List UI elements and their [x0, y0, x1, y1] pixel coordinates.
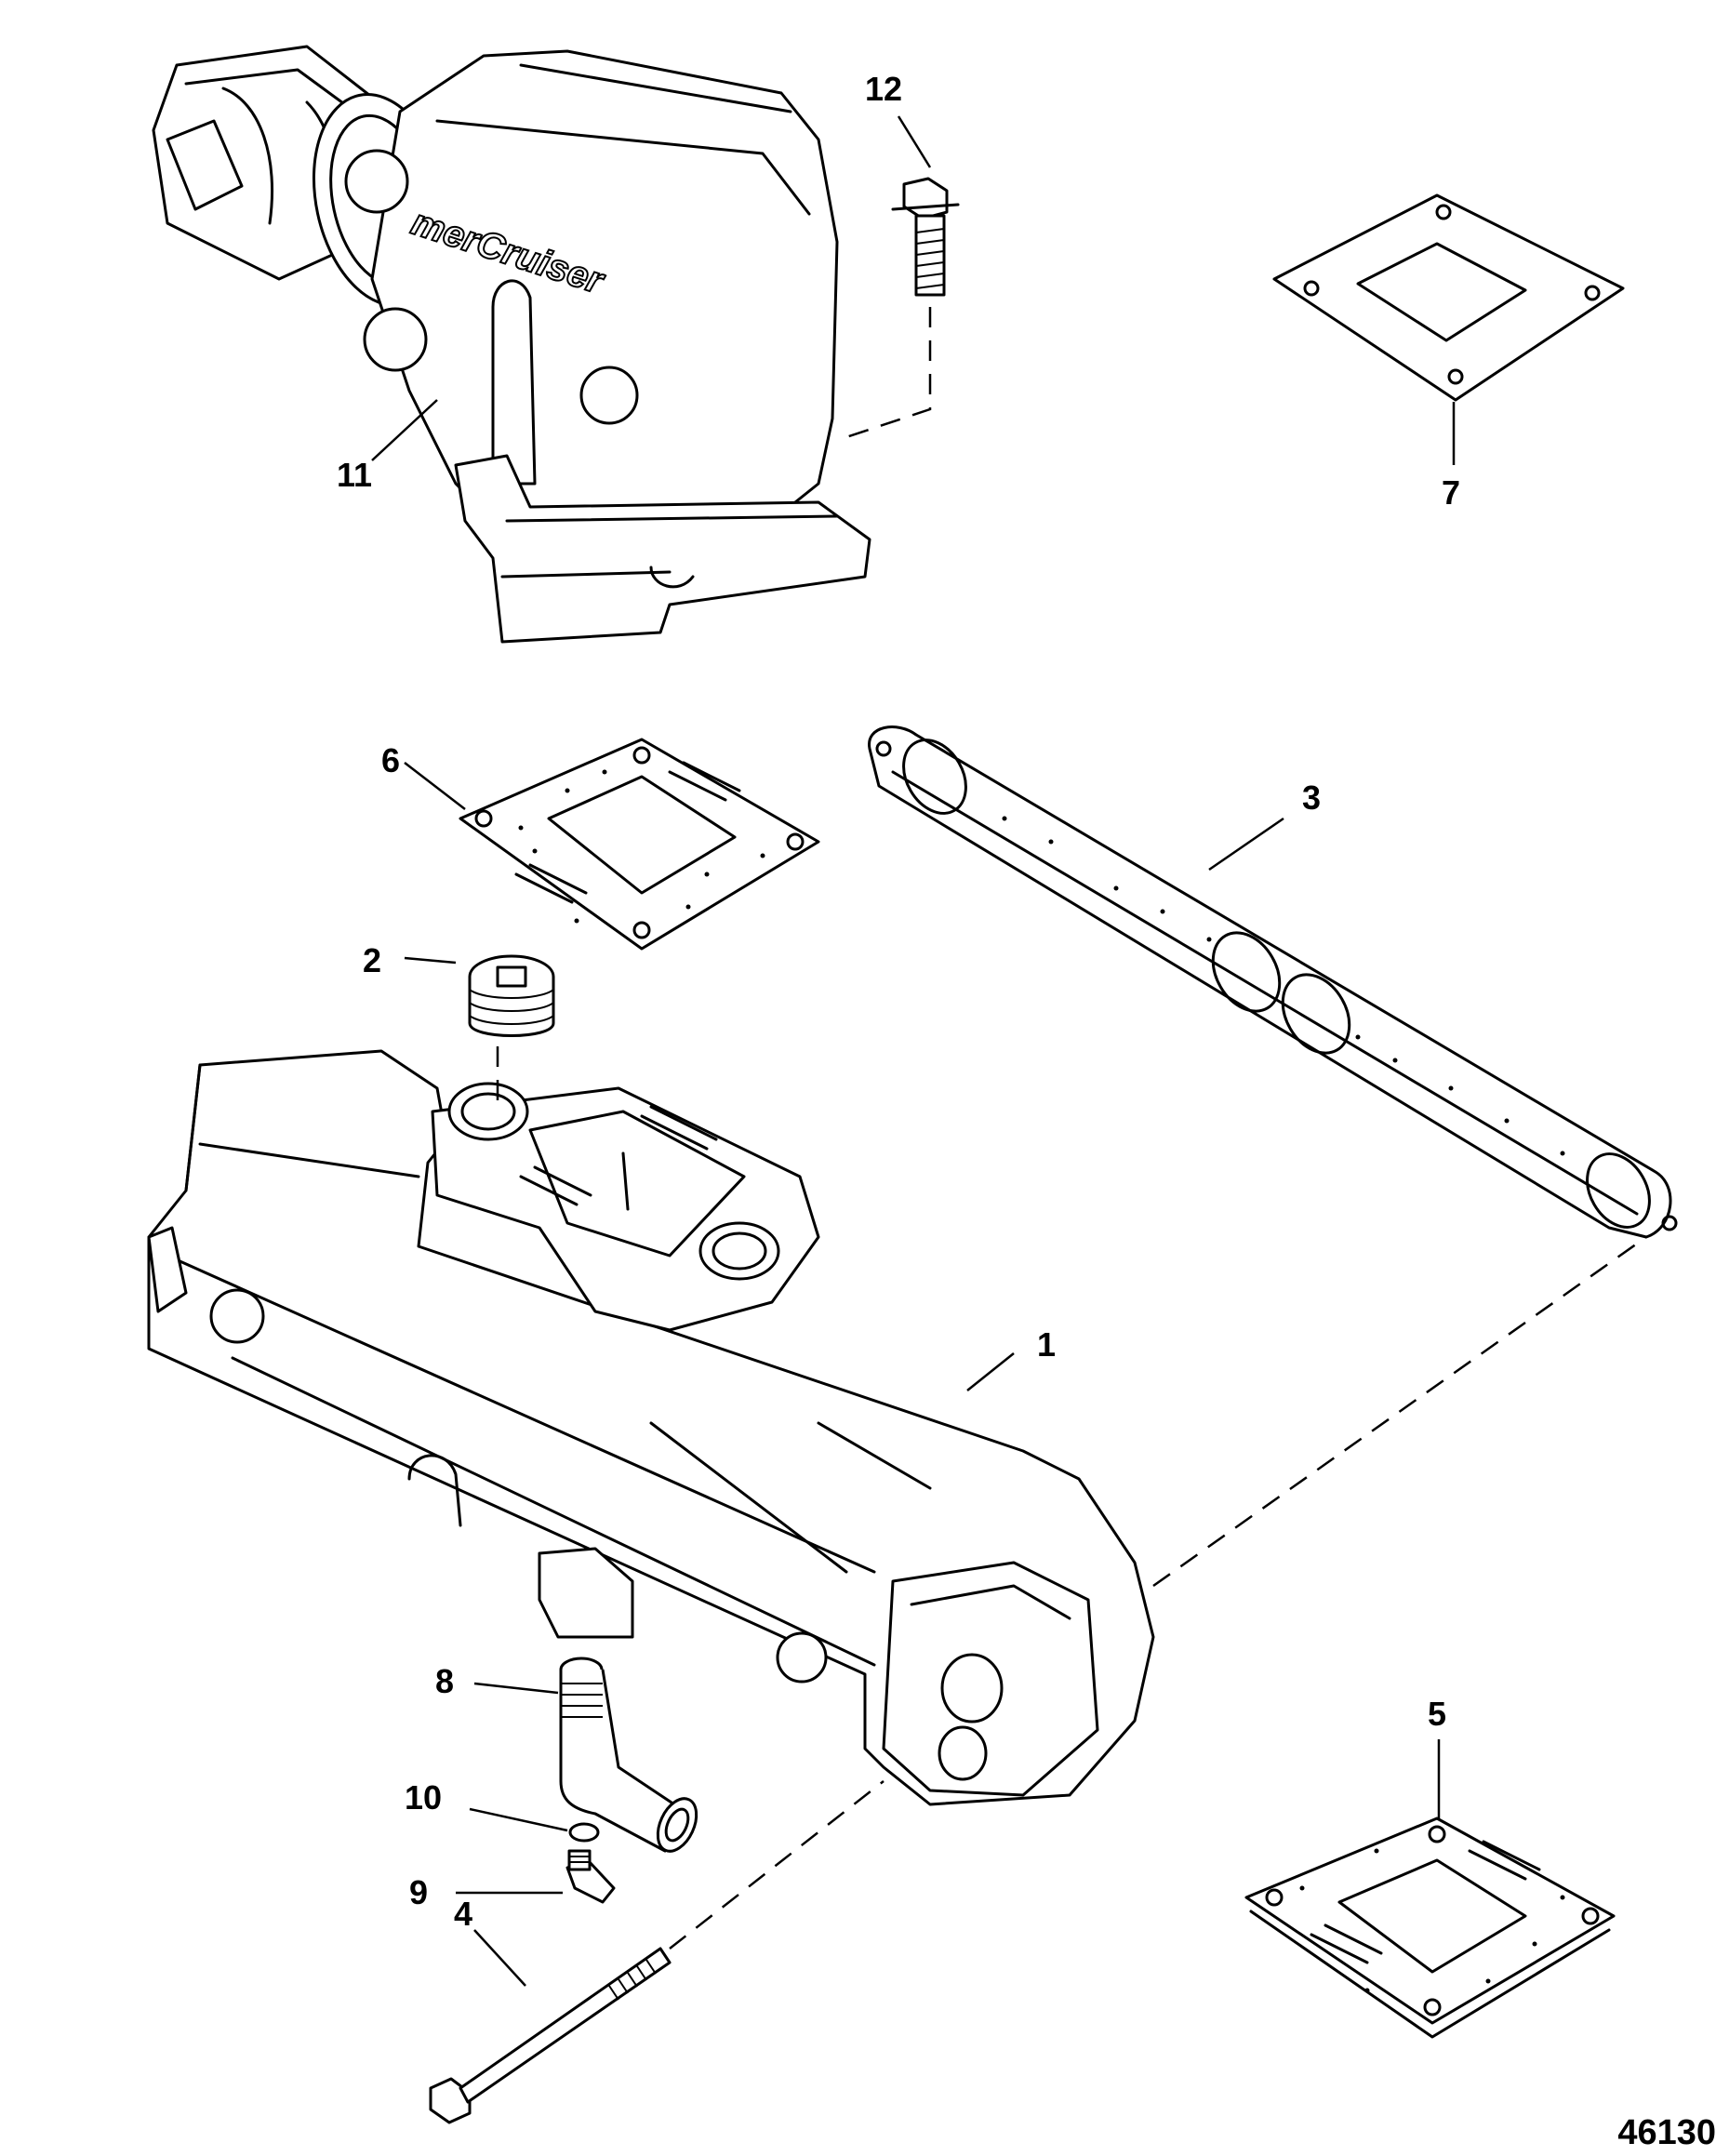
callout-4: 4: [454, 1895, 472, 1933]
leader-8: [473, 1682, 559, 1695]
leader-1: [966, 1352, 1015, 1391]
callout-3: 3: [1302, 779, 1321, 817]
callout-5: 5: [1428, 1695, 1446, 1733]
drawing-number: 46130: [1617, 2113, 1716, 2152]
elbow-gasket-part: [1272, 193, 1625, 402]
callout-8: 8: [435, 1662, 454, 1700]
long-bolt-part: [429, 1947, 672, 2124]
drain-plug-part: [565, 1849, 616, 1904]
callout-6: 6: [381, 741, 400, 779]
flange-bolt-part: [891, 177, 960, 297]
assembly-line-bolt-4: [669, 1780, 885, 1950]
callout-11: 11: [337, 456, 372, 494]
callout-9: 9: [409, 1873, 428, 1911]
gasket-5-part: [1244, 1817, 1616, 2039]
leader-10: [469, 1807, 568, 1832]
leader-lines: [371, 115, 1456, 1987]
assembly-lines: [496, 307, 1647, 1950]
exhaust-manifold-part: [147, 1049, 1155, 1806]
leader-12: [897, 115, 932, 168]
assembly-line-gasket-3: [1152, 1235, 1647, 1588]
callout-1: 1: [1037, 1325, 1056, 1364]
callout-12: 12: [865, 70, 902, 108]
assembly-line-bolt-12: [845, 307, 932, 439]
callout-7: 7: [1442, 473, 1460, 512]
elbow-fitting-part: [559, 1657, 698, 1853]
leader-4: [473, 1929, 526, 1987]
exhaust-elbow-part: merCruiser: [152, 45, 871, 644]
pipe-plug-part: [468, 954, 555, 1037]
callout-labels: 1 2 3 4 5 6 7 8 9 10 11 12: [337, 70, 1460, 1933]
leader-3: [1208, 817, 1284, 872]
callout-2: 2: [363, 941, 381, 979]
leader-11: [371, 399, 438, 461]
leader-2: [404, 956, 457, 965]
leader-6: [404, 762, 466, 810]
callout-10: 10: [405, 1778, 442, 1817]
o-ring-part: [568, 1822, 600, 1843]
manifold-gasket-part: [868, 725, 1678, 1239]
riser-gasket-part: [459, 738, 820, 951]
